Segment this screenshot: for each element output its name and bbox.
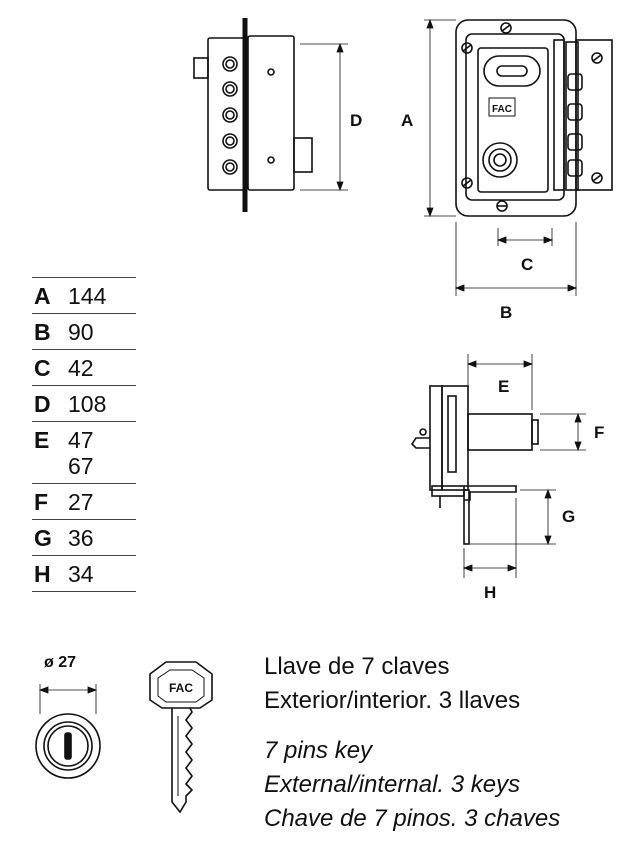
dim-label-e: E — [498, 377, 509, 396]
spec-value: 36 — [68, 525, 94, 551]
spec-row-c: C 42 — [32, 350, 136, 386]
key-brand-label: FAC — [169, 681, 193, 695]
description-line: 7 pins key — [264, 737, 373, 764]
dim-label-c: C — [521, 255, 533, 274]
lock-brand-label: FAC — [492, 104, 512, 115]
spec-row-a: A 144 — [32, 278, 136, 314]
dim-label-a: A — [401, 111, 413, 130]
spec-value: 34 — [68, 561, 94, 587]
spec-letter: B — [34, 319, 51, 345]
spec-row-f: F 27 — [32, 484, 136, 520]
spec-letter: A — [34, 283, 51, 309]
spec-row-g: G 36 — [32, 520, 136, 556]
dimension-c — [496, 228, 554, 246]
spec-letter: D — [34, 391, 51, 417]
cylinder-diameter-label: ø 27 — [44, 654, 77, 671]
dimension-e — [466, 354, 534, 410]
spec-letter: G — [34, 525, 52, 551]
spec-value: 42 — [68, 355, 94, 381]
spec-row-h: H 34 — [32, 556, 136, 592]
dim-label-b: B — [500, 303, 512, 322]
dimension-g — [470, 488, 556, 546]
key-drawing: FAC — [149, 661, 213, 814]
dimension-d — [300, 42, 348, 192]
dim-label-g: G — [562, 507, 575, 526]
dimension-a — [424, 18, 456, 218]
dim-label-h: H — [484, 583, 496, 602]
spec-value: 67 — [68, 453, 94, 479]
spec-value: 47 — [68, 427, 94, 453]
description-line: Exterior/interior. 3 llaves — [264, 687, 521, 714]
description-line: Chave de 7 pinos. 3 chaves — [264, 805, 561, 832]
spec-value: 108 — [68, 391, 107, 417]
spec-value: 144 — [68, 283, 107, 309]
dim-label-d: D — [350, 111, 362, 130]
dim-label-f: F — [594, 423, 604, 442]
dimension-diameter — [38, 684, 98, 714]
spec-value: 90 — [68, 319, 94, 345]
spec-letter: C — [34, 355, 51, 381]
spec-row-b: B 90 — [32, 314, 136, 350]
dimension-h — [462, 498, 518, 578]
cylinder-face — [35, 713, 101, 779]
spec-letter: H — [34, 561, 51, 587]
spec-letter: F — [34, 489, 49, 515]
description-line: Llave de 7 claves — [264, 653, 450, 680]
cylinder-side-view — [410, 385, 539, 545]
lock-front-view: FAC — [455, 19, 613, 217]
dimension-f — [540, 412, 586, 452]
description-line: External/internal. 3 keys — [264, 771, 521, 798]
lock-side-view — [193, 18, 313, 212]
spec-letter: E — [34, 427, 50, 453]
dimension-b — [454, 222, 578, 296]
spec-row-d: D 108 — [32, 386, 136, 422]
spec-value: 27 — [68, 489, 94, 515]
description-spanish: Llave de 7 claves Exterior/interior. 3 l… — [264, 650, 520, 718]
description-english-portuguese: 7 pins key External/internal. 3 keys Cha… — [264, 734, 560, 836]
